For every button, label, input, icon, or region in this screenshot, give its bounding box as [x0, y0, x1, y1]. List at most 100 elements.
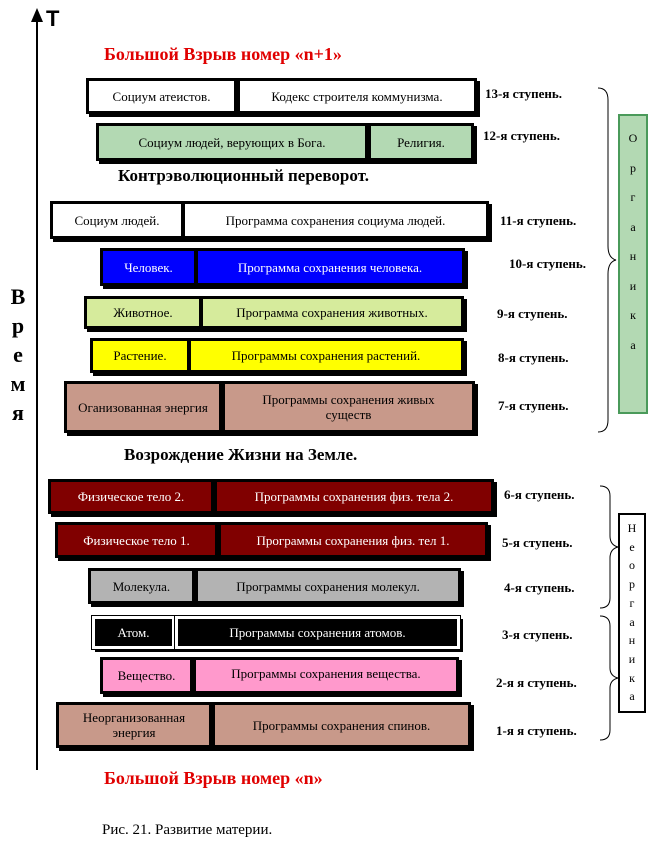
organic-label: О р г а н и к а [618, 114, 648, 414]
step-7-right-box: Программы сохранения живых существ [222, 381, 475, 433]
step-8-left-box: Растение. [90, 338, 190, 373]
time-letter: В [10, 284, 26, 309]
organic-letter: р [630, 160, 636, 175]
step-10-left-text: Человек. [124, 259, 173, 275]
time-letter: я [12, 400, 24, 425]
step-3-left-box: Атом. [91, 615, 176, 650]
step-9-label: 9-я ступень. [497, 306, 568, 321]
organic-letter: а [630, 337, 636, 352]
step-1-right-text: Программы сохранения спинов. [252, 717, 431, 733]
step-4-right-box: Программы сохранения молекул. [195, 568, 461, 604]
figure-caption: Рис. 21. Развитие материи. [102, 822, 273, 838]
time-letter: м [10, 371, 26, 396]
step-12-label: 12-я ступень. [483, 128, 560, 143]
step-11-left-text: Социум людей. [74, 212, 160, 228]
step-12-left-box: Социум людей, верующих в Бога. [96, 123, 368, 161]
step-9-right-box: Программа сохранения животных. [200, 296, 464, 329]
step-7-left-text: Оганизованная энергия [78, 399, 208, 415]
step-7-right-text: Программы сохранения живых существ [262, 392, 435, 422]
organic-letter: О [628, 131, 638, 145]
step-6-right-text: Программы сохранения физ. тела 2. [254, 489, 454, 504]
step-13-left-box: Социум атеистов. [86, 78, 237, 114]
step-10-right-box: Программа сохранения человека. [195, 248, 465, 286]
step-8-left-text: Растение. [113, 348, 167, 363]
step-5-right-box: Программы сохранения физ. тел 1. [218, 522, 488, 558]
step-3-label: 3-я ступень. [502, 627, 573, 642]
step-9-left-box: Животное. [84, 296, 202, 329]
step-4-right-text: Программы сохранения молекул. [236, 578, 420, 594]
step-6-left-box: Физическое тело 2. [48, 479, 214, 514]
step-13-right-box: Кодекс строителя коммунизма. [237, 78, 477, 114]
step-13-left-text: Социум атеистов. [112, 88, 211, 104]
inorganic-letter: е [629, 539, 635, 554]
step-4-left-box: Молекула. [88, 568, 195, 604]
step-1-left-text: Неорганизованная энергия [82, 710, 186, 740]
step-4-label: 4-я ступень. [504, 580, 575, 595]
step-6-right-box: Программы сохранения физ. тела 2. [214, 479, 494, 514]
step-2-left-text: Вещество. [117, 668, 176, 683]
time-letter: р [11, 313, 25, 338]
heading-revival: Возрождение Жизни на Земле. [124, 445, 358, 464]
inorganic-letter: г [629, 595, 635, 610]
step-1-label: 1-я я ступень. [496, 723, 577, 738]
step-8-right-text: Программы сохранения растений. [231, 348, 421, 363]
step-9-left-text: Животное. [113, 305, 173, 320]
heading-big-bang-top: Большой Взрыв номер «n+1» [104, 44, 342, 64]
step-2-label: 2-я я ступень. [496, 675, 577, 690]
step-7-left-box: Оганизованная энергия [64, 381, 222, 433]
inorganic-letter: и [628, 651, 636, 666]
step-5-label: 5-я ступень. [502, 535, 573, 550]
organic-letter: н [629, 249, 637, 263]
step-4-left-text: Молекула. [112, 578, 171, 594]
step-12-left-text: Социум людей, верующих в Бога. [138, 134, 326, 150]
brace-inorganic-upper [599, 485, 619, 609]
step-11-right-box: Программа сохранения социума людей. [182, 201, 489, 239]
step-13-right-text: Кодекс строителя коммунизма. [271, 88, 443, 104]
time-axis-arrowhead [31, 8, 43, 22]
inorganic-letter: р [629, 577, 635, 592]
step-5-left-text: Физическое тело 1. [83, 532, 190, 548]
time-axis-label: T [46, 6, 60, 31]
inorganic-label: Н е о р г а н и к а [618, 513, 646, 713]
step-9-right-text: Программа сохранения животных. [236, 305, 428, 320]
step-8-label: 8-я ступень. [498, 350, 569, 365]
inorganic-letter: а [629, 614, 635, 629]
step-3-right-text: Программы сохранения атомов. [229, 625, 406, 640]
inorganic-letter: н [628, 633, 636, 648]
step-12-right-text: Религия. [397, 134, 445, 150]
organic-letter: г [630, 190, 636, 204]
brace-organic [597, 87, 617, 433]
organic-letter: а [630, 219, 636, 234]
step-6-left-text: Физическое тело 2. [77, 489, 185, 504]
inorganic-letter: к [629, 670, 635, 685]
step-7-label: 7-я ступень. [498, 398, 569, 413]
step-1-left-box: Неорганизованная энергия [56, 702, 212, 748]
heading-counter-revolution: Контрэволюционный переворот. [118, 166, 369, 185]
organic-letter: и [629, 278, 637, 293]
step-11-right-text: Программа сохранения социума людей. [225, 212, 446, 228]
step-10-label: 10-я ступень. [509, 256, 586, 271]
inorganic-letter: о [629, 558, 635, 573]
step-11-left-box: Социум людей. [50, 201, 184, 239]
step-3-right-box: Программы сохранения атомов. [174, 615, 461, 650]
step-6-label: 6-я ступень. [504, 487, 575, 502]
step-2-right-text: Программы сохранения вещества. [231, 666, 421, 681]
step-5-left-box: Физическое тело 1. [55, 522, 218, 558]
inorganic-letter: Н [627, 521, 637, 535]
time-axis-line [36, 18, 38, 770]
step-2-left-box: Вещество. [100, 657, 193, 694]
step-10-left-box: Человек. [100, 248, 197, 286]
step-11-label: 11-я ступень. [500, 213, 577, 228]
inorganic-letter: а [629, 689, 635, 704]
step-2-right-box: Программы сохранения вещества. [193, 657, 459, 694]
step-12-right-box: Религия. [368, 123, 474, 161]
step-5-right-text: Программы сохранения физ. тел 1. [256, 532, 450, 548]
step-10-right-text: Программа сохранения человека. [237, 259, 423, 275]
heading-big-bang-bottom: Большой Взрыв номер «n» [104, 768, 323, 788]
step-3-left-text: Атом. [117, 625, 150, 640]
step-1-right-box: Программы сохранения спинов. [212, 702, 471, 748]
step-13-label: 13-я ступень. [485, 86, 562, 101]
brace-inorganic-lower [599, 615, 619, 741]
time-letter: е [13, 342, 23, 367]
organic-letter: к [630, 308, 636, 322]
